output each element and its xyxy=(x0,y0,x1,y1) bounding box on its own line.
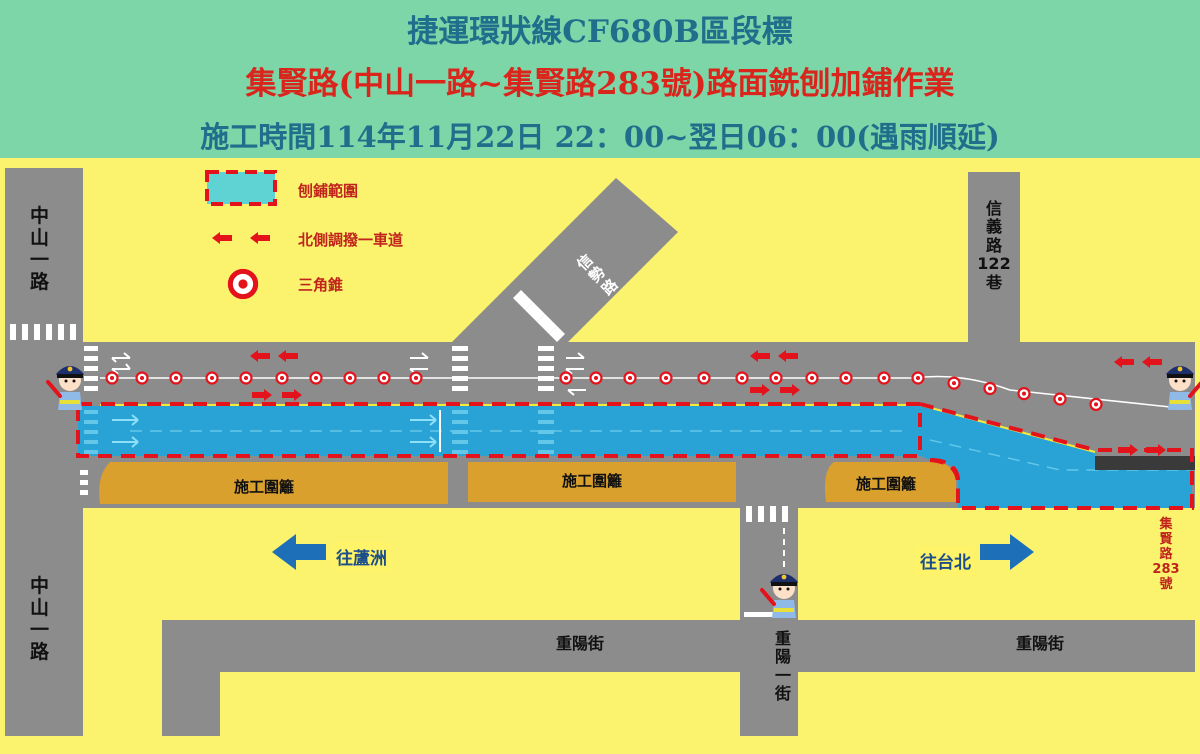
chongyang-street-stub xyxy=(162,620,220,736)
traffic-cone-icon xyxy=(343,371,357,385)
zhongshan-road xyxy=(5,168,83,736)
traffic-cone-icon xyxy=(239,371,253,385)
traffic-cone-icon xyxy=(623,371,637,385)
traffic-cone-icon xyxy=(697,371,711,385)
barrier-label-left: 施工圍籬 xyxy=(234,478,295,496)
traffic-cone-icon xyxy=(947,376,961,390)
traffic-cone-icon xyxy=(559,371,573,385)
road-label-chongyang-west: 重陽街 xyxy=(556,634,605,653)
xinyi-lane xyxy=(968,172,1020,346)
direction-arrows xyxy=(272,534,1034,570)
traffic-cone-icon xyxy=(659,371,673,385)
traffic-cone-icon xyxy=(105,371,119,385)
traffic-cone-icon xyxy=(839,371,853,385)
traffic-cone-icon xyxy=(877,371,891,385)
road-label-zhongshan-north: 中山一路 xyxy=(30,205,50,293)
chongyang-street xyxy=(162,620,1195,672)
legend-graphics xyxy=(205,170,277,297)
traffic-cone-icon xyxy=(230,271,255,296)
traffic-cone-icon xyxy=(589,371,603,385)
direction-label-taipei: 往台北 xyxy=(916,546,975,575)
traffic-cone-icon xyxy=(911,371,925,385)
traffic-cone-icon xyxy=(377,371,391,385)
xinshi-road xyxy=(452,178,678,374)
legend-lane-shift: 北側調撥一車道 xyxy=(298,231,404,249)
milling-area xyxy=(76,402,1195,510)
red-arrow-icon xyxy=(250,232,270,244)
traffic-cone-icon xyxy=(735,371,749,385)
blue-arrow-icon xyxy=(980,534,1034,570)
project-title: 捷運環狀線CF680B區段標 xyxy=(407,14,793,50)
milling-area-swatch xyxy=(205,170,277,206)
barrier-label-middle: 施工圍籬 xyxy=(562,472,623,490)
traffic-cone-icon xyxy=(1017,387,1031,401)
legend-milling-area: 刨鋪範圍 xyxy=(298,182,359,200)
traffic-cone-icon xyxy=(1053,392,1067,406)
blue-arrow-icon xyxy=(272,534,326,570)
barriers xyxy=(99,462,957,504)
traffic-cone-icon xyxy=(769,371,783,385)
traffic-cone-icon xyxy=(169,371,183,385)
work-title: 集賢路(中山一路~集賢路283號)路面銑刨加鋪作業 xyxy=(245,66,955,102)
red-arrow-icon xyxy=(212,232,232,244)
traffic-cone-icon xyxy=(409,371,423,385)
traffic-cone-icon xyxy=(1089,397,1103,411)
traffic-cone-icon xyxy=(275,371,289,385)
traffic-cone-icon xyxy=(983,381,997,396)
traffic-cone-icon xyxy=(309,371,323,385)
header-banner: 捷運環狀線CF680B區段標 集賢路(中山一路~集賢路283號)路面銑刨加鋪作業… xyxy=(0,0,1200,158)
road-label-chongyang-east: 重陽街 xyxy=(1016,634,1065,653)
direction-label-luzhou: 往蘆洲 xyxy=(332,542,391,571)
traffic-cone-icon xyxy=(205,371,219,385)
legend-traffic-cone: 三角錐 xyxy=(298,276,344,294)
barrier-label-right: 施工圍籬 xyxy=(856,475,917,493)
traffic-cone-icon xyxy=(805,371,819,385)
work-time: 施工時間114年11月22日 22：00~翌日06：00(遇雨順延) xyxy=(200,120,1000,154)
road-label-chongyang-first: 重陽一街 xyxy=(774,629,791,704)
crosswalks xyxy=(10,290,788,617)
road-label-zhongshan-south: 中山一路 xyxy=(30,575,50,663)
traffic-cone-icon xyxy=(135,371,149,385)
